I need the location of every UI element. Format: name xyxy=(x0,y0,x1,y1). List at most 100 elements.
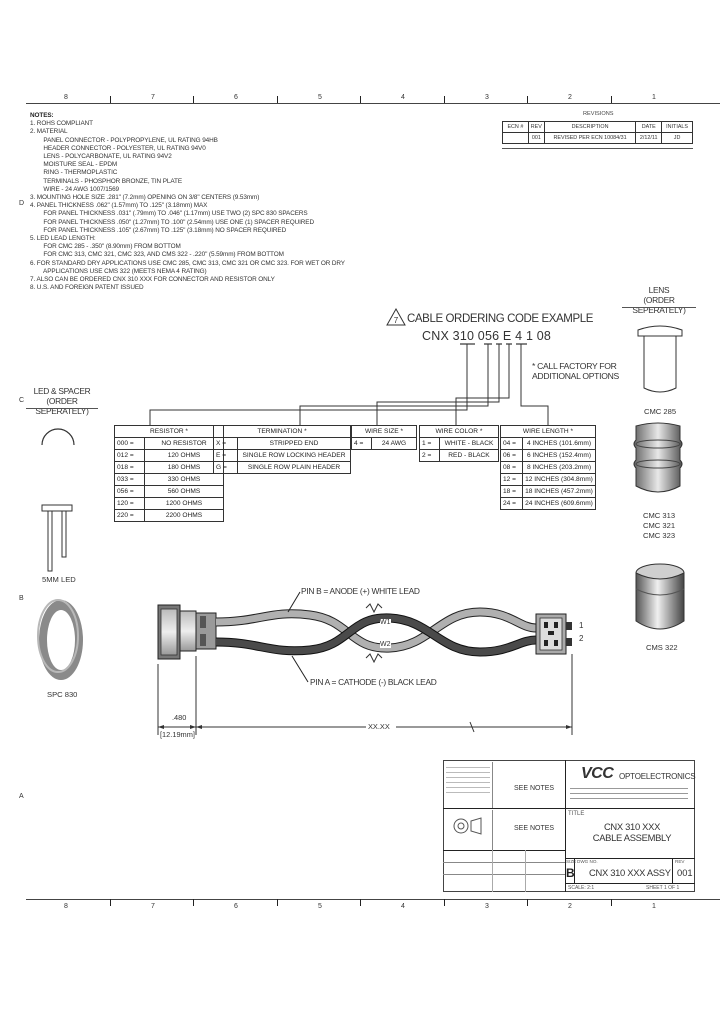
lens-cmc313-labels: CMC 313 CMC 321 CMC 323 xyxy=(643,511,675,541)
revisions-underline xyxy=(502,148,693,149)
rev-cell: JD xyxy=(661,132,693,144)
title-block-grid-lines xyxy=(443,850,565,892)
note-line: FOR PANEL THICKNESS .031" (.79mm) TO .04… xyxy=(30,210,308,218)
zone-label: 8 xyxy=(64,94,68,101)
wire-length-row: 18 =18 INCHES (457.2mm) xyxy=(500,485,596,498)
notes-title: NOTES: xyxy=(30,112,54,119)
lens-label: CMC 321 xyxy=(643,521,676,530)
third-angle-projection-icon xyxy=(453,817,482,835)
led-spacer-title-line2: (ORDER SEPERATELY) xyxy=(35,396,89,416)
title-label: TITLE xyxy=(568,811,585,817)
wire-size-table: WIRE SIZE * 4 =24 AWG xyxy=(351,425,417,450)
dwg-no-value: CNX 310 XXX ASSY xyxy=(589,867,671,878)
w1-label: W1 xyxy=(380,619,391,626)
wire-size-row: 4 =24 AWG xyxy=(351,437,417,450)
title-block-divider xyxy=(565,760,566,892)
note-line: FOR CMC 285 - .350" (8.90mm) FROM BOTTOM xyxy=(30,243,181,251)
call-factory-text: * CALL FACTORY FOR ADDITIONAL OPTIONS xyxy=(532,361,619,381)
note-line: 3. MOUNTING HOLE SIZE .281" (7.2mm) OPEN… xyxy=(30,194,260,202)
zone-label: 3 xyxy=(485,94,489,101)
led-spacer-title-underline xyxy=(26,408,98,409)
rev-label: REV xyxy=(675,859,685,864)
scale-value: SCALE: 2:1 xyxy=(568,885,595,891)
lens-title: LENS (ORDER SEPERATELY) xyxy=(622,285,696,315)
wire-length-row: 24 =24 INCHES (609.6mm) xyxy=(500,497,596,510)
wire-length-row: 04 =4 INCHES (101.6mm) xyxy=(500,437,596,450)
lens-cmc285-label: CMC 285 xyxy=(644,407,677,416)
zone-label: 1 xyxy=(652,94,656,101)
led-spacer-title: LED & SPACER (ORDER SEPERATELY) xyxy=(26,386,98,416)
call-factory-note: * CALL FACTORY FOR ADDITIONAL OPTIONS xyxy=(532,361,622,381)
pin-a-label: PIN A = CATHODE (-) BLACK LEAD xyxy=(310,677,437,687)
ordering-code: CNX 310 056 E 4 1 08 xyxy=(422,329,552,343)
termination-row: X =STRIPPED END xyxy=(213,437,351,450)
company-logo: VCC xyxy=(581,765,614,782)
pin-b-label: PIN B = ANODE (+) WHITE LEAD xyxy=(301,586,420,596)
size-value: B xyxy=(566,866,575,880)
lens-label: CMC 323 xyxy=(643,531,676,540)
lens-title-line2: (ORDER SEPERATELY) xyxy=(632,295,686,315)
note-line: 5. LED LEAD LENGTH: xyxy=(30,235,96,243)
lens-cmc285-drawing xyxy=(637,325,683,393)
lens-title-line1: LENS xyxy=(648,285,670,295)
sheet-value: SHEET 1 OF 1 xyxy=(646,885,680,891)
note-line: FOR PANEL THICKNESS .050" (1.27mm) TO .1… xyxy=(30,218,314,226)
note-line: 6. FOR STANDARD DRY APPLICATIONS USE CMC… xyxy=(30,259,345,267)
zone-label: 6 xyxy=(234,94,238,101)
svg-text:7: 7 xyxy=(394,316,399,325)
note-line: LENS - POLYCARBONATE, UL RATING 94V2 xyxy=(30,153,172,161)
see-notes-2: SEE NOTES xyxy=(514,825,555,832)
w2-label: W2 xyxy=(380,641,391,648)
resistor-table: RESISTOR * 000 =NO RESISTOR 012 =120 OHM… xyxy=(114,425,224,522)
zone-label: 2 xyxy=(568,903,572,910)
drawing-title-line2: CABLE ASSEMBLY xyxy=(592,832,672,843)
bottom-border xyxy=(26,899,720,900)
zone-label: D xyxy=(19,200,25,207)
zone-label: B xyxy=(19,595,24,602)
drawing-title: CNX 310 XXX CABLE ASSEMBLY xyxy=(570,821,694,843)
zone-label: 7 xyxy=(151,94,155,101)
warning-triangle-icon: 7 xyxy=(386,308,406,326)
rev-header-cell: REV xyxy=(527,121,545,133)
termination-table: TERMINATION * X =STRIPPED END E =SINGLE … xyxy=(213,425,351,474)
pin-1-label: 1 xyxy=(579,621,584,630)
zone-label: 5 xyxy=(318,903,322,910)
zone-label: A xyxy=(19,793,24,800)
termination-row: G =SINGLE ROW PLAIN HEADER xyxy=(213,461,351,474)
zone-label: 1 xyxy=(652,903,656,910)
note-line: RING - THERMOPLASTIC xyxy=(30,169,118,177)
dwg-no-label: DWG NO. xyxy=(577,859,598,864)
zone-label: 4 xyxy=(401,94,405,101)
zone-label: C xyxy=(19,397,25,404)
connector-dimension: .480 xyxy=(172,713,187,722)
revisions-title: REVISIONS xyxy=(583,111,614,117)
wire-length-table: WIRE LENGTH * 04 =4 INCHES (101.6mm) 06 … xyxy=(500,425,596,510)
zone-label: 7 xyxy=(151,903,155,910)
note-line: 7. ALSO CAN BE ORDERED CNX 310 XXX FOR C… xyxy=(30,276,275,284)
resistor-row: 000 =NO RESISTOR xyxy=(114,437,224,450)
revisions-header-row: ECN # REV DESCRIPTION DATE INITIALS xyxy=(502,121,693,133)
note-line: MOISTURE SEAL - EPDM xyxy=(30,161,118,169)
rev-cell: 001 xyxy=(527,132,545,144)
top-border xyxy=(26,103,720,104)
length-dimension: XX.XX xyxy=(368,722,390,731)
note-line: TERMINALS - PHOSPHOR BRONZE, TIN PLATE xyxy=(30,177,182,185)
note-line: HEADER CONNECTOR - POLYESTER, UL RATING … xyxy=(30,144,206,152)
note-line: 1. ROHS COMPLIANT xyxy=(30,120,93,128)
lens-label: CMC 313 xyxy=(643,511,676,520)
zone-label: 8 xyxy=(64,903,68,910)
size-label: SIZE xyxy=(566,859,577,864)
rev-value: 001 xyxy=(677,867,693,878)
title-block xyxy=(443,760,695,892)
rev-cell: REVISED PER ECN 10084/31 xyxy=(543,132,637,144)
note-line: FOR CMC 313, CMC 321, CMC 323, AND CMS 3… xyxy=(30,251,284,259)
resistor-row: 220 =2200 OHMS xyxy=(114,509,224,522)
lens-cms322-drawing xyxy=(635,563,685,630)
lens-cmc313-drawing xyxy=(633,422,683,493)
zone-label: 6 xyxy=(234,903,238,910)
wire-color-table: WIRE COLOR * 1 =WHITE - BLACK 2 =RED - B… xyxy=(419,425,499,462)
title-block-fine-print xyxy=(446,763,490,793)
led-label: 5MM LED xyxy=(42,575,76,584)
note-line: APPLICATIONS USE CMS 322 (MEETS NEMA 4 R… xyxy=(30,267,207,275)
